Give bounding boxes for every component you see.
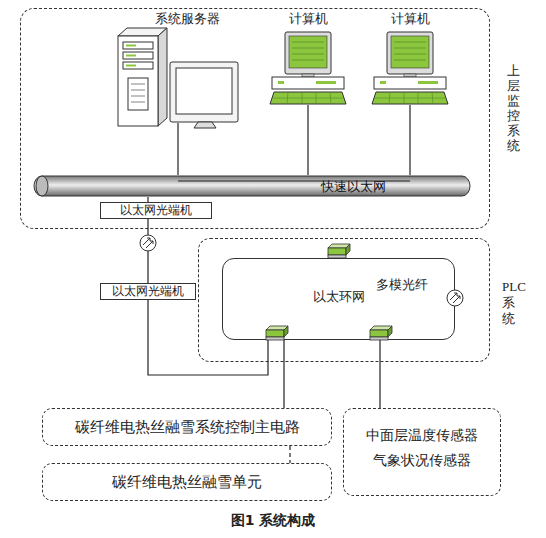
system-group: 上层监控系统系统服务器计算机计算机快速以太网以太网光端机 [20, 8, 490, 229]
connector-line [177, 123, 178, 175]
plc-icon [328, 244, 350, 258]
fiber-symbol [140, 235, 156, 251]
monitor-icon [170, 62, 238, 128]
connector-line [409, 105, 410, 175]
connector-line [379, 340, 380, 408]
node-text: 上层监控系统 [507, 63, 521, 153]
connector-line [289, 446, 290, 463]
circuit-box: 碳纤维电热丝融雪系统控制主电路 [42, 408, 332, 446]
computer-icon [372, 32, 448, 104]
plc-icon [370, 326, 392, 340]
figure-caption: 图1 系统构成 [0, 511, 546, 529]
ring-network: 以太环网 [222, 258, 455, 340]
computer-icon [270, 32, 346, 104]
computer-node: 计算机 [370, 8, 450, 105]
connector-line [148, 300, 268, 375]
fiber-symbol [447, 290, 463, 306]
converter-box: 以太网光端机 [100, 202, 212, 219]
converter-box: 以太网光端机 [100, 283, 196, 300]
node-text: 碳纤维电热丝融雪系统控制主电路 [43, 409, 331, 445]
node-text: 计算机 [370, 11, 450, 26]
connector-line [147, 197, 148, 202]
node-text: 以太网光端机 [101, 284, 195, 299]
node-text: 计算机 [268, 11, 348, 26]
sensor-box: 中面层温度传感器 气象状况传感器 [343, 408, 501, 496]
unit-box: 碳纤维电热丝融雪单元 [42, 463, 332, 501]
computer-node: 计算机 [268, 8, 348, 105]
node-text: 系统服务器 [155, 11, 220, 26]
label-text: 多模光纤 [376, 277, 428, 292]
bus-tube [33, 175, 471, 197]
connector-line [283, 340, 284, 408]
node-text: 中面层温度传感器 气象状况传感器 [363, 423, 481, 473]
node-text: 碳纤维电热丝融雪单元 [43, 464, 331, 500]
node-text: PLC系统 [502, 279, 527, 327]
connector-line [307, 105, 308, 175]
ethernet-bus: 快速以太网 [33, 175, 471, 197]
node-text: 以太网光端机 [101, 203, 211, 218]
plc-icon [266, 326, 288, 340]
server-icon [118, 28, 167, 126]
node-text: 快速以太网 [321, 179, 386, 194]
server-node: 系统服务器 [110, 8, 245, 123]
